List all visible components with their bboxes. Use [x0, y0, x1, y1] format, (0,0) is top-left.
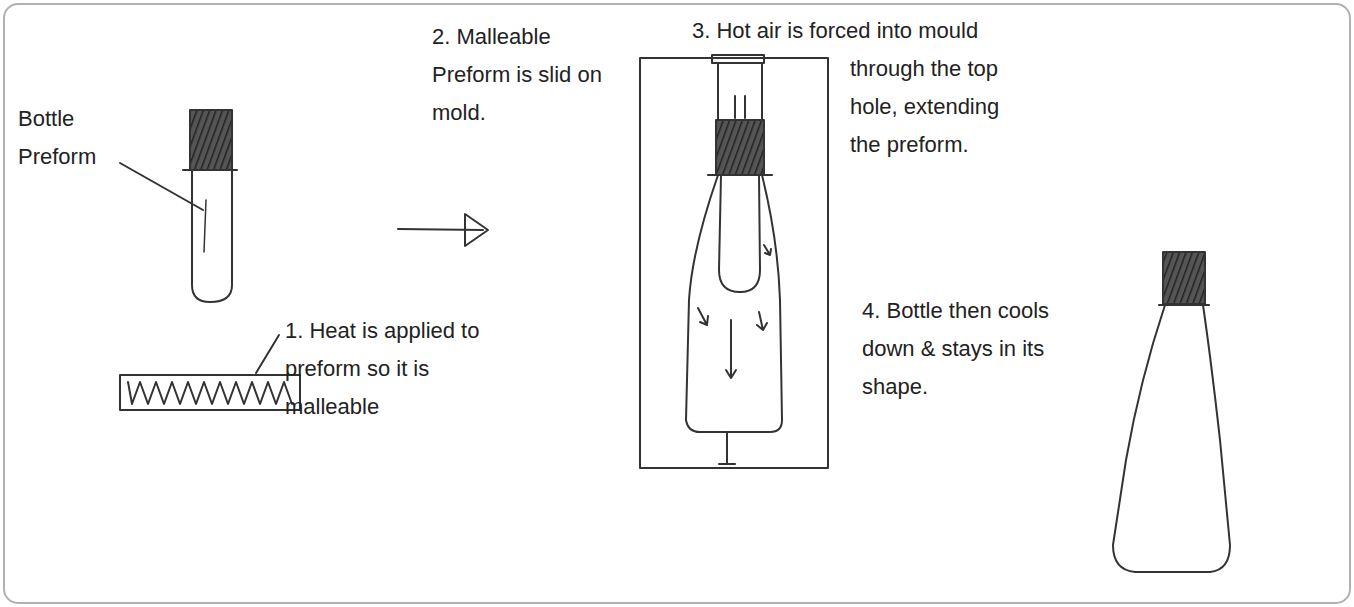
- frame: [4, 4, 1350, 603]
- step-note: 4. Bottle then cools down & stays in its…: [862, 292, 1098, 406]
- mold: [640, 55, 828, 468]
- step-note: 1. Heat is applied to preform so it is m…: [285, 312, 500, 426]
- leader-line: [120, 163, 203, 210]
- part-label: Bottle Preform: [18, 100, 110, 176]
- step-note: 3. Hot air is forced into mould through …: [850, 12, 1025, 164]
- process-arrow: [398, 214, 488, 246]
- leader-line: [256, 335, 279, 373]
- finished-bottle: [1113, 252, 1230, 572]
- bottle-preform: [183, 110, 237, 302]
- step-note: 2. Malleable Preform is slid on mold.: [432, 18, 610, 132]
- heater: [120, 375, 300, 410]
